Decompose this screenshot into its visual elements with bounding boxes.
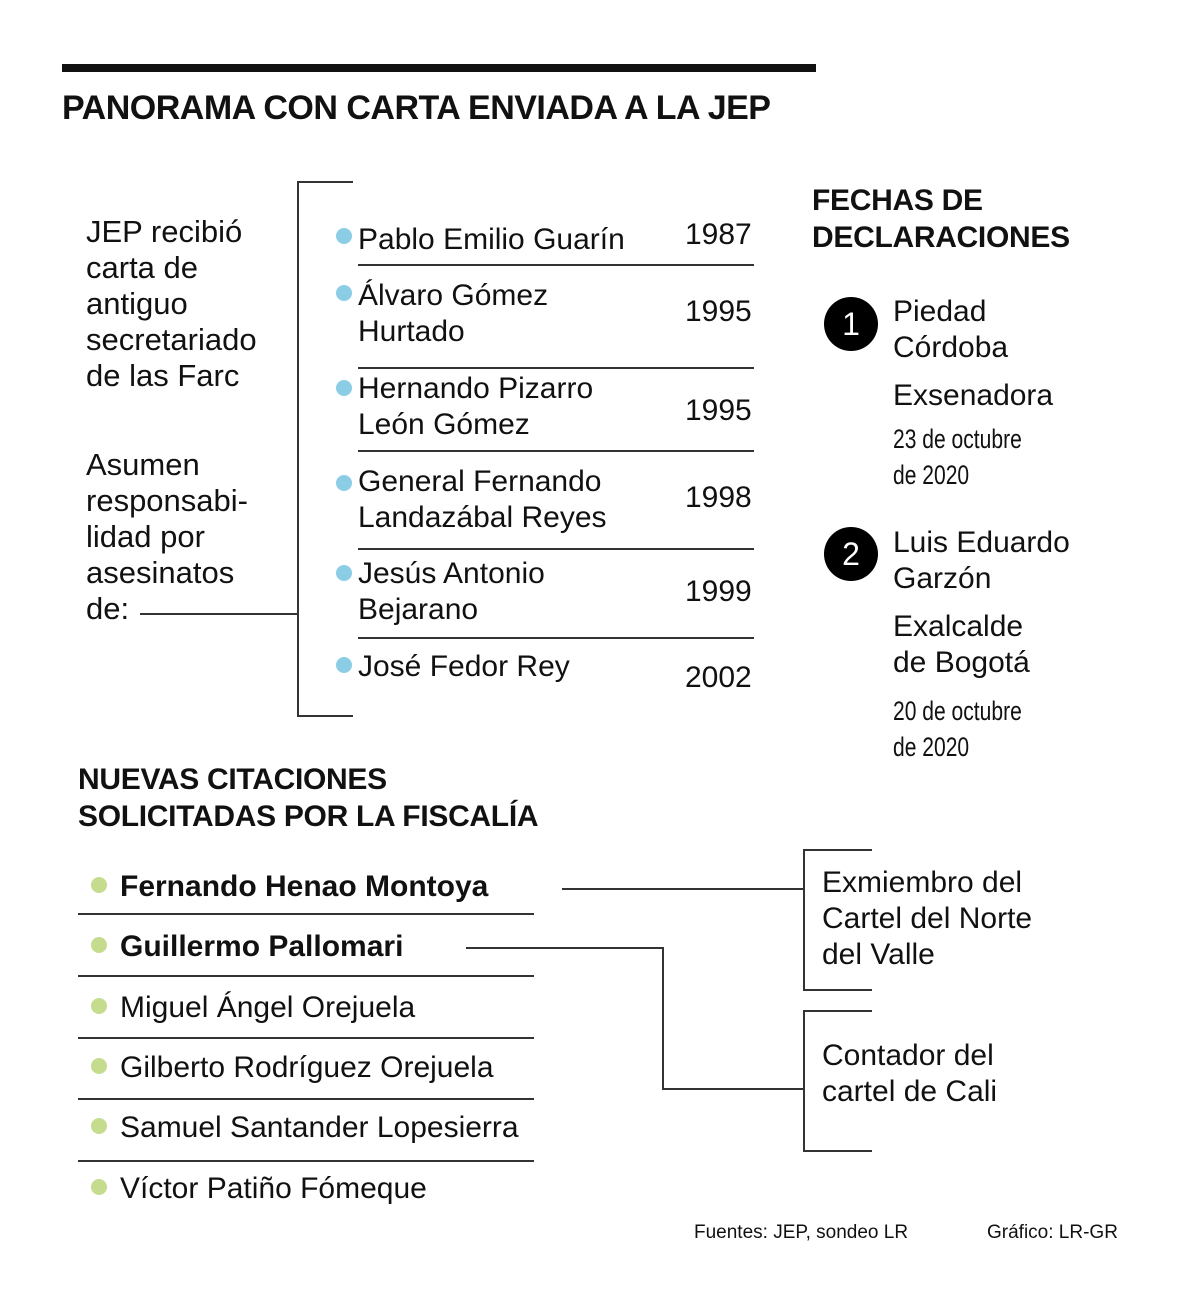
bullet-icon <box>336 475 352 491</box>
note-bracket-bottom <box>803 1150 872 1152</box>
claim-line: lidad por <box>86 519 205 554</box>
credit-text: Gráfico: LR-GR <box>987 1222 1118 1243</box>
citation-item: Miguel Ángel Orejuela <box>120 991 416 1024</box>
intro-line: JEP recibió <box>86 214 243 249</box>
divider <box>78 975 534 977</box>
bullet-icon <box>91 937 107 953</box>
sources-text: Fuentes: JEP, sondeo LR <box>694 1222 909 1243</box>
claim-line: Asumen <box>86 447 200 482</box>
divider <box>358 264 754 266</box>
divider <box>358 548 754 550</box>
victim-year: 2002 <box>685 661 752 694</box>
divider <box>78 1160 534 1162</box>
intro-text: JEP recibió carta de antiguo secretariad… <box>86 214 257 394</box>
divider <box>78 913 534 915</box>
bracket-top <box>297 181 353 183</box>
note-bracket-bottom <box>803 989 872 991</box>
intro-line: antiguo <box>86 286 188 321</box>
victim-year: 1999 <box>685 575 752 608</box>
victim-year: 1995 <box>685 295 752 328</box>
intro-line: secretariado <box>86 322 257 357</box>
claim-line: asesinatos <box>86 555 235 590</box>
intro-line: de las Farc <box>86 358 240 393</box>
bullet-icon <box>91 1058 107 1074</box>
victim-name: José Fedor Rey <box>358 650 570 683</box>
note-bracket <box>803 849 805 990</box>
top-rule <box>62 64 816 72</box>
bullet-icon <box>91 877 107 893</box>
connector-line <box>140 613 297 615</box>
number-badge: 1 <box>824 297 878 351</box>
bullet-icon <box>91 998 107 1014</box>
bullet-icon <box>91 1118 107 1134</box>
divider <box>358 637 754 639</box>
claim-line: responsabi- <box>86 483 248 518</box>
victim-year: 1995 <box>685 394 752 427</box>
citation-item: Guillermo Pallomari <box>120 930 404 963</box>
citation-item: Víctor Patiño Fómeque <box>120 1172 427 1205</box>
citation-item: Fernando Henao Montoya <box>120 870 489 903</box>
intro-line: carta de <box>86 250 199 285</box>
bullet-icon <box>336 657 352 673</box>
bullet-icon <box>91 1179 107 1195</box>
victim-year: 1987 <box>685 218 752 251</box>
victim-name: Pablo Emilio Guarín <box>358 223 625 256</box>
victim-year: 1998 <box>685 481 752 514</box>
declarant-role: Exsenadora <box>893 379 1054 412</box>
number-badge: 2 <box>824 527 878 581</box>
bullet-icon <box>336 380 352 396</box>
divider <box>78 1037 534 1039</box>
divider <box>358 367 754 369</box>
claim-line: de: <box>86 591 130 626</box>
bracket-bottom <box>297 715 353 717</box>
connector-line <box>662 1088 803 1090</box>
divider <box>358 450 754 452</box>
note-bracket <box>803 1010 805 1151</box>
connector-line <box>562 888 803 890</box>
note-bracket-top <box>803 1010 872 1012</box>
note-bracket-top <box>803 849 872 851</box>
connector-line <box>466 947 663 949</box>
bullet-icon <box>336 285 352 301</box>
connector-line <box>662 947 664 1089</box>
page-title: PANORAMA CON CARTA ENVIADA A LA JEP <box>62 89 771 127</box>
bracket <box>297 181 299 716</box>
divider <box>78 1098 534 1100</box>
bullet-icon <box>336 565 352 581</box>
citation-item: Gilberto Rodríguez Orejuela <box>120 1051 494 1084</box>
claim-text: Asumen responsabi- lidad por asesinatos … <box>86 447 248 627</box>
bullet-icon <box>336 228 352 244</box>
citation-item: Samuel Santander Lopesierra <box>120 1111 519 1144</box>
